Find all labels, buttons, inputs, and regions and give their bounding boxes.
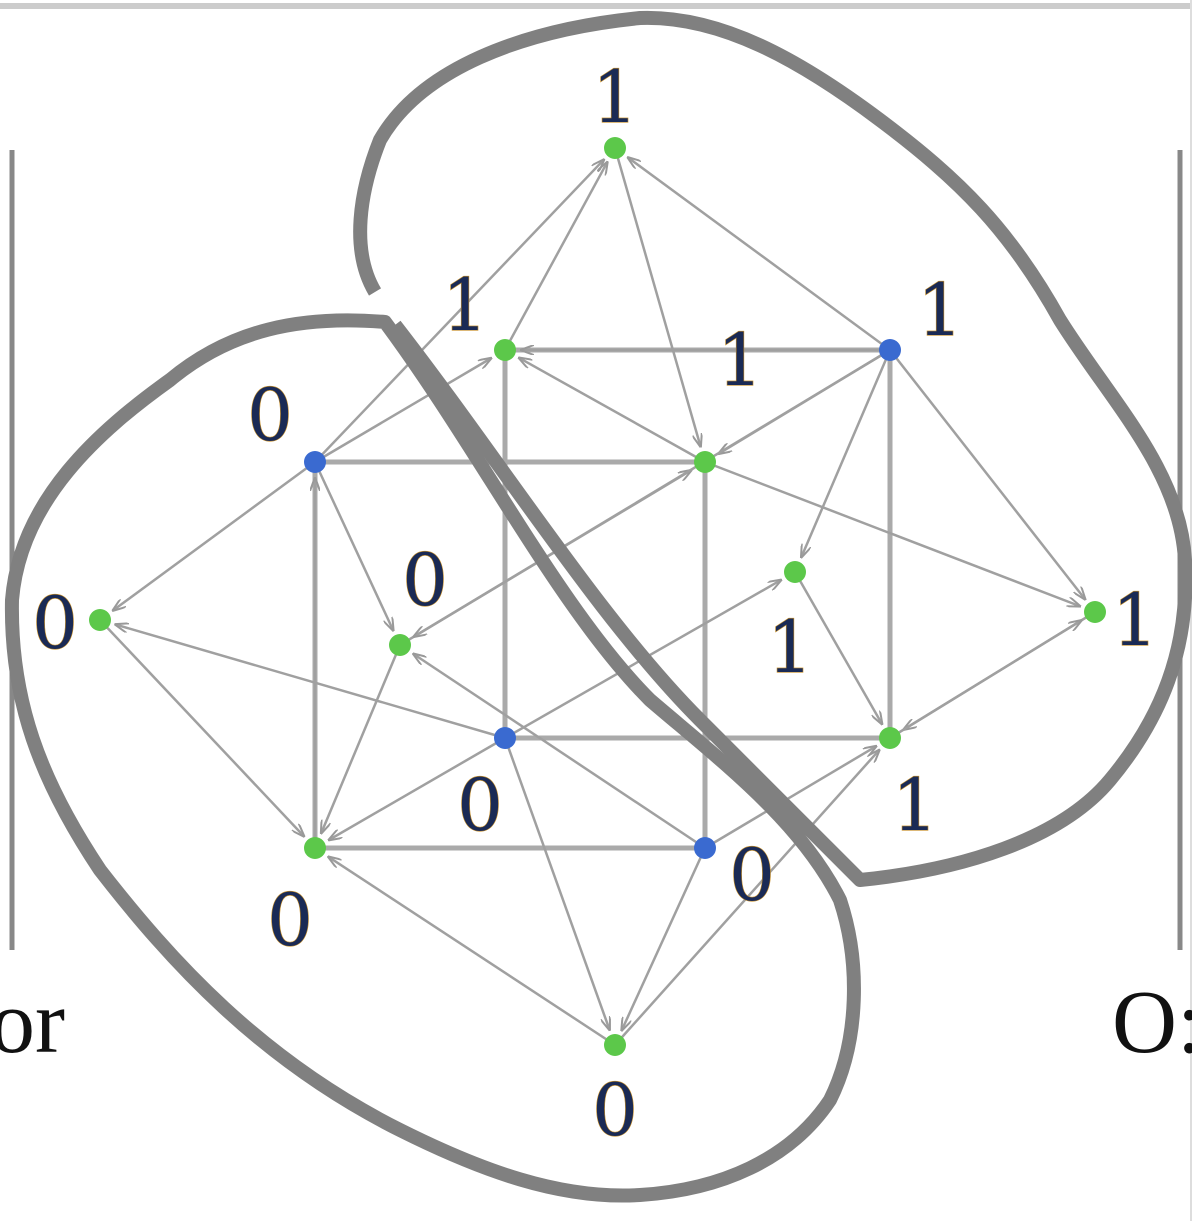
arrow-edge <box>889 620 1081 740</box>
node-label: 0 <box>402 538 448 622</box>
node-green <box>389 634 411 656</box>
edges <box>99 147 1096 1047</box>
arrow-edge <box>328 857 616 1047</box>
arrow-edge <box>801 349 892 557</box>
arrow-edge <box>313 461 393 630</box>
node-label: 0 <box>32 581 78 665</box>
arrow-edge <box>329 736 506 840</box>
node-green <box>494 339 516 361</box>
arrow-edge <box>413 654 706 850</box>
left-text: or <box>0 973 65 1072</box>
node-label: 0 <box>457 763 503 847</box>
arrow-edge <box>115 624 506 740</box>
node-green <box>604 137 626 159</box>
node-label: 1 <box>767 605 813 689</box>
node-label: 1 <box>592 55 638 139</box>
node-green <box>304 837 326 859</box>
node-blue <box>879 339 901 361</box>
node-green <box>89 609 111 631</box>
arrow-edge <box>519 358 706 464</box>
arrow-edge <box>704 746 876 850</box>
arrow-edge <box>503 737 610 1030</box>
right-text: O: <box>1112 973 1192 1072</box>
node-blue <box>694 837 716 859</box>
arrow-edge <box>628 157 891 352</box>
blob-upper-right <box>353 10 1192 887</box>
blob-lower-left <box>4 313 861 1203</box>
arrow-edge <box>889 349 1085 599</box>
node-green <box>879 727 901 749</box>
arrow-edge <box>793 571 882 724</box>
node-label: 1 <box>717 318 763 402</box>
node-label: 0 <box>267 878 313 962</box>
node-label: 0 <box>247 373 293 457</box>
node-blue <box>494 727 516 749</box>
arrow-edge <box>613 147 701 447</box>
arrow-edge <box>614 750 879 1046</box>
node-blue <box>304 451 326 473</box>
arrow-edge <box>503 162 607 351</box>
node-label: 0 <box>592 1068 638 1152</box>
arrow-edge <box>414 348 891 637</box>
node-green <box>784 561 806 583</box>
node-label: 1 <box>1112 578 1158 662</box>
arrow-edge <box>704 460 1080 606</box>
node-label: 1 <box>917 268 963 352</box>
node-label: 0 <box>729 833 775 917</box>
node-green <box>1084 601 1106 623</box>
arrow-edge <box>113 460 316 611</box>
node-green <box>694 451 716 473</box>
arrow-edge <box>321 644 402 833</box>
arrow-edge <box>99 619 304 836</box>
arrow-edge <box>314 160 604 463</box>
arrow-edge <box>622 847 707 1030</box>
arrow-edge <box>314 358 491 464</box>
node-green <box>604 1034 626 1056</box>
node-label: 1 <box>892 763 938 847</box>
node-label: 1 <box>442 263 488 347</box>
